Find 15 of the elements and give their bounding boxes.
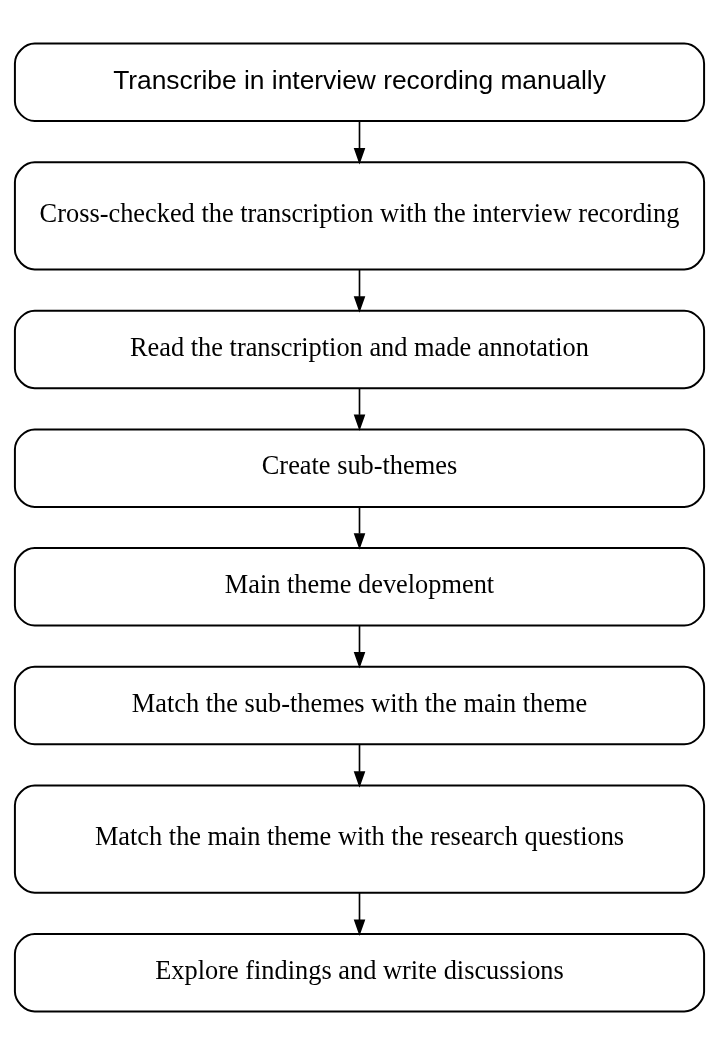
- arrow: [353, 505, 366, 550]
- arrow: [353, 120, 366, 165]
- node-box: Create sub-themes: [13, 427, 706, 508]
- node-box: Match the sub-themes with the main theme: [13, 665, 706, 745]
- node-box: Match the main theme with the research questions: [13, 784, 706, 894]
- arrow: [353, 624, 366, 669]
- node-box: Transcribe in interview recording manually: [13, 42, 706, 122]
- arrow: [353, 268, 366, 313]
- arrow: [353, 743, 366, 788]
- node-box: Cross-checked the transcription with the interview recording: [13, 160, 706, 270]
- arrow: [353, 386, 366, 431]
- node-box: Main theme development: [13, 546, 706, 627]
- node-box: Explore findings and write discussions: [13, 932, 706, 1012]
- arrow: [353, 891, 366, 936]
- node-box: Read the transcription and made annotation: [13, 309, 706, 389]
